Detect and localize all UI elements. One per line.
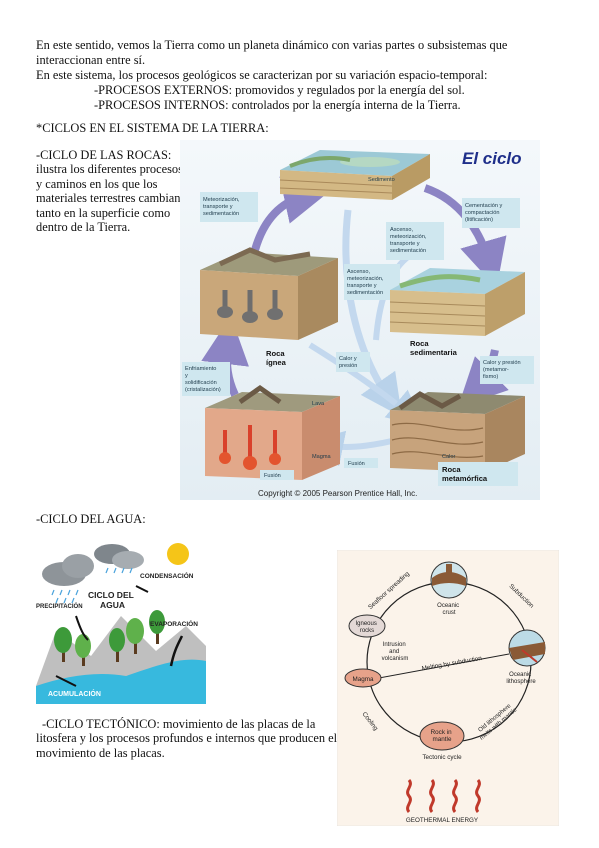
rain-icon [51, 567, 133, 604]
tect-line: movimiento de las placas. [36, 745, 165, 760]
label-precipitacion: PRECIPITACIÓN [36, 602, 83, 610]
figure-title: El ciclo [462, 149, 522, 168]
sedimentary-block [389, 268, 525, 336]
label-magma: Magma [312, 454, 332, 460]
copyright-caption: Copyright © 2005 Pearson Prentice Hall, … [258, 489, 417, 498]
label-enfriamiento: Enfriamiento y solidificación (cristaliz… [185, 366, 221, 393]
label-sedimento: Sedimento [368, 177, 395, 183]
label-oceanic-crust: Oceanic crust [437, 603, 461, 616]
label-tectonic-cycle: Tectonic cycle [422, 754, 462, 761]
label-magma-tect: Magma [353, 676, 374, 683]
rock-line: materiales terrestres cambian [36, 191, 181, 206]
label-geothermal: GEOTHERMAL ENERGY [406, 817, 479, 824]
label-roca-metamorfica: Roca metamórfica [442, 465, 488, 483]
cloud-icon [42, 544, 144, 586]
label-ascenso-2: Ascenso, meteorización, transporte y sed… [347, 269, 385, 296]
label-rock-in-mantle: Rock in mantle [431, 729, 454, 743]
tectonic-cycle-figure: Oceanic crust Seafloor spreading Subduct… [337, 550, 559, 826]
water-cycle-heading: -CICLO DEL AGUA: [36, 512, 146, 526]
intro-line: interaccionan entre sí. [36, 53, 146, 67]
intro-paragraph: En este sentido, vemos la Tierra como un… [36, 38, 507, 113]
oceanic-crust-node [430, 561, 468, 599]
arrow-precipitacion [75, 615, 89, 641]
intro-line: En este sentido, vemos la Tierra como un… [36, 38, 508, 52]
rock-line: -CICLO DE LAS ROCAS: [36, 148, 172, 162]
label-fusion-left: Fusión [264, 473, 281, 479]
label-evaporacion: EVAPORACIÓN [150, 619, 198, 628]
rock-line: dentro de la Tierra. [36, 220, 131, 235]
metamorphic-block [390, 391, 525, 472]
sun-icon [167, 543, 189, 565]
rock-cycle-description: -CICLO DE LAS ROCAS: ilustra los diferen… [36, 148, 186, 234]
label-ciclo-del: CICLO DEL [88, 590, 134, 600]
label-acumulacion: ACUMULACIÓN [48, 689, 101, 698]
label-agua: AGUA [100, 600, 125, 610]
label-calor-presion-right: Calor y presión (metamor- fismo) [483, 360, 522, 380]
label-meteorizacion: Meteorización, transporte y sedimentació… [203, 197, 241, 217]
rock-in-mantle-node [419, 721, 465, 751]
label-condensacion: CONDENSACIÓN [140, 571, 194, 580]
label-oceanic-lithosphere: Oceanic lithosphere [506, 672, 536, 685]
label-ascenso-1: Ascenso, meteorización, transporte y sed… [390, 227, 428, 254]
magma-block [205, 384, 340, 480]
rock-line: tanto en la superficie como [36, 205, 171, 220]
water-cycle-figure: CONDENSACIÓN CICLO DEL AGUA PRECIPITACIÓ… [36, 536, 206, 704]
tect-line: -CICLO TECTÓNICO: movimiento de las plac… [42, 717, 316, 731]
arrow-condensacion [135, 585, 149, 593]
label-fusion-right: Fusión [348, 461, 365, 467]
igneous-block [200, 247, 338, 340]
trees [54, 610, 165, 666]
rock-cycle-figure: Sedimento El ciclo Meteorización, transp… [180, 140, 540, 500]
igneous-rocks-node [348, 614, 386, 638]
label-intrusion: Intrusion and volcanism [382, 642, 409, 662]
intro-line: En este sistema, los procesos geológicos… [36, 68, 488, 82]
procesos-externos: -PROCESOS EXTERNOS: promovidos y regulad… [94, 83, 465, 97]
tect-line: litosfera y los procesos profundos e int… [36, 731, 338, 746]
inner-arrow [342, 209, 403, 418]
ciclos-heading: *CICLOS EN EL SISTEMA DE LA TIERRA: [36, 121, 269, 135]
sediment-block [279, 150, 430, 200]
procesos-internos: -PROCESOS INTERNOS: controlados por la e… [94, 98, 461, 112]
magma-node [344, 668, 382, 688]
oceanic-lithosphere-node [508, 629, 546, 667]
melting-arrow [378, 653, 510, 679]
cycle-arrow [251, 176, 332, 252]
rock-line: y caminos en los que los [36, 176, 158, 191]
tectonic-cycle-description: -CICLO TECTÓNICO: movimiento de las plac… [36, 717, 338, 760]
label-igneous-rocks: Igneous rocks [355, 621, 378, 634]
label-calor-presion-center: Calor y presión [339, 356, 358, 369]
label-roca-ignea: Roca ígnea [266, 349, 287, 367]
arrow-acumulacion [55, 675, 77, 687]
rock-line: ilustra los diferentes procesos [36, 162, 183, 177]
label-cementacion: Cementación y compactación (litificación… [465, 203, 504, 223]
label-lava: Lava [312, 401, 325, 407]
water-body [36, 659, 206, 704]
label-roca-sedimentaria: Roca sedimentaria [410, 339, 458, 357]
arrow-evaporacion [169, 635, 184, 667]
geothermal-heat-arrows [406, 779, 481, 813]
label-calor: Calor [442, 454, 456, 460]
